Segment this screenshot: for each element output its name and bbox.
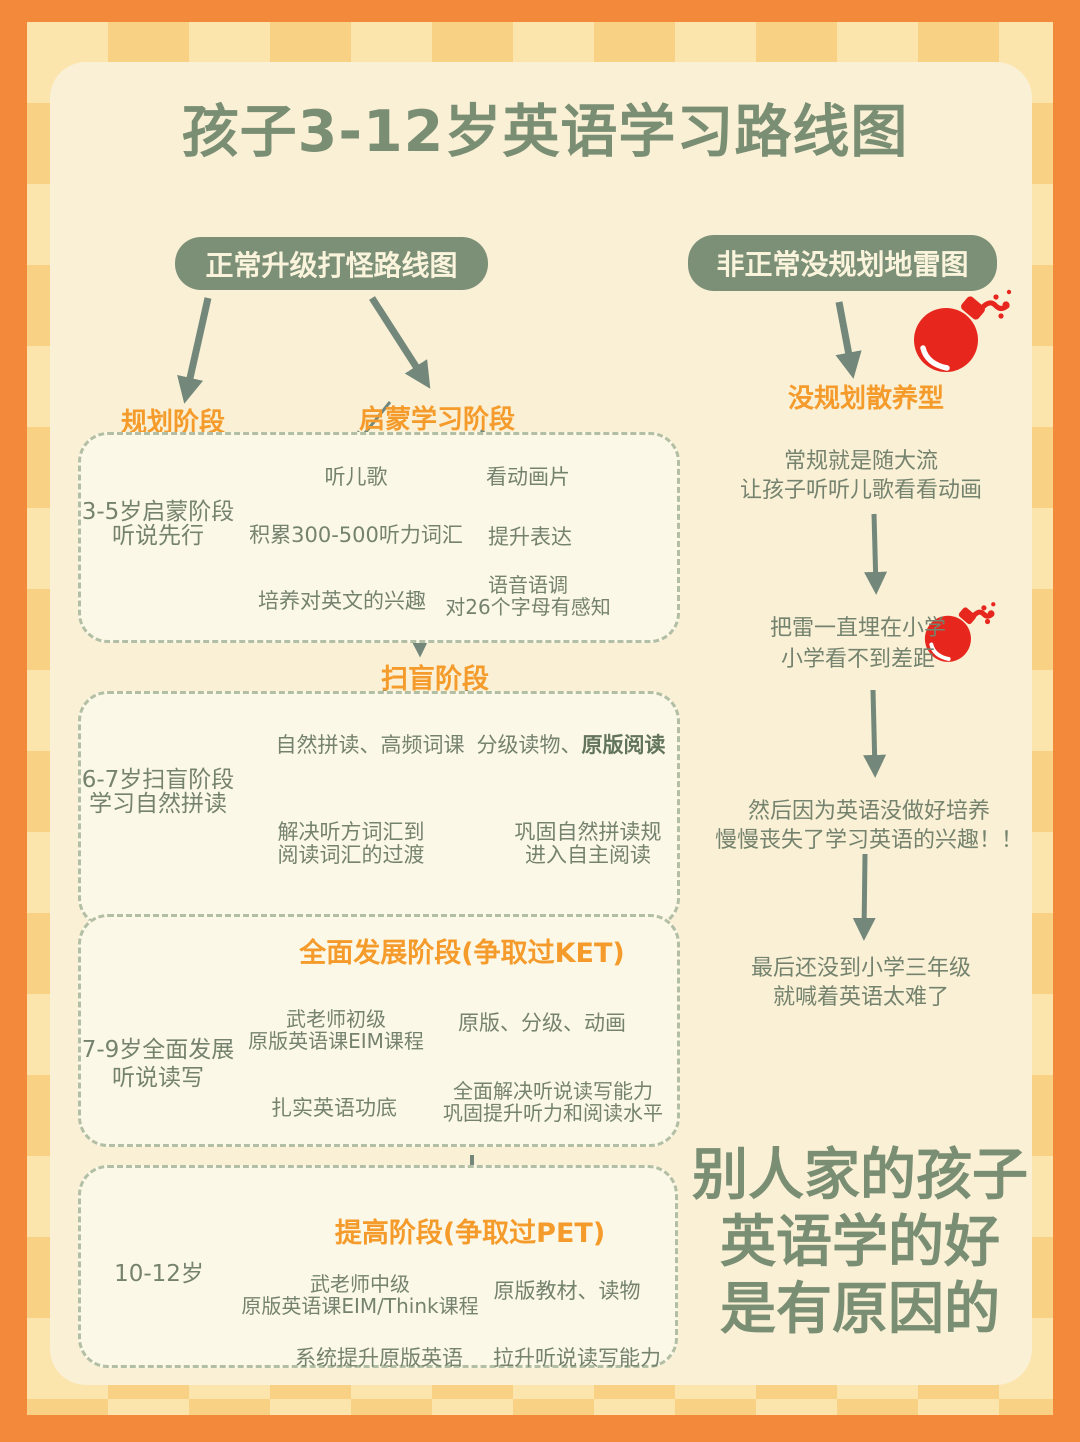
step-watch-cartoons: 看动画片 — [486, 465, 570, 489]
step-phonics-sightwords: 自然拼读、高频词课 — [275, 733, 465, 757]
minefield-step-2: 把雷一直埋在小学 小学看不到差距 — [769, 616, 947, 672]
step-systematic-improvement: 系统提升原版英语 — [295, 1346, 463, 1370]
stage-title-ket: 全面发展阶段(争取过KET) — [299, 938, 625, 969]
stage-title-pet: 提高阶段(争取过PET) — [334, 1218, 606, 1249]
stage-box-6-7 — [78, 691, 680, 928]
age-label-7-9: 7-9岁全面发展 听说读写 — [81, 1037, 235, 1091]
step-original-textbooks: 原版教材、读物 — [493, 1279, 641, 1303]
age-label-10-12: 10-12岁 — [114, 1261, 204, 1287]
step-graded-readers: 分级读物、原版阅读 — [476, 733, 666, 757]
step-cultivate-interest: 培养对英文的兴趣 — [258, 589, 426, 613]
stage-label-enlightenment: 启蒙学习阶段 — [358, 405, 516, 435]
conclusion-text: 别人家的孩子 英语学的好 是有原因的 — [692, 1143, 1028, 1342]
step-improve-expression: 提升表达 — [488, 525, 572, 549]
step-listening-to-reading: 解决听方词汇到 阅读词汇的过渡 — [277, 820, 425, 867]
stage-box-7-9 — [78, 914, 680, 1147]
step-boost-skills: 拉升听说读写能力 — [493, 1346, 661, 1370]
step-consolidate-phonics: 巩固自然拼读规 进入自主阅读 — [514, 820, 662, 867]
step-teacher-wu-intermediate: 武老师中级 原版英语课EIM/Think课程 — [241, 1272, 479, 1318]
stage-box-3-5 — [78, 432, 680, 643]
minefield-route-button[interactable]: 非正常没规划地雷图 — [688, 235, 997, 291]
age-label-6-7: 6-7岁扫盲阶段 学习自然拼读 — [81, 767, 235, 817]
page-title: 孩子3-12岁英语学习路线图 — [181, 99, 909, 165]
stage-label-literacy: 扫盲阶段 — [381, 664, 489, 695]
step-all-skills: 全面解决听说读写能力 巩固提升听力和阅读水平 — [443, 1079, 663, 1125]
step-solid-foundation: 扎实英语功底 — [271, 1096, 397, 1120]
normal-route-button[interactable]: 正常升级打怪路线图 — [175, 237, 488, 290]
minefield-step-1: 常规就是随大流 让孩子听听儿歌看看动画 — [739, 449, 983, 503]
stage-box-10-12 — [78, 1165, 678, 1368]
step-teacher-wu-beginner: 武老师初级 原版英语课EIM课程 — [248, 1007, 424, 1053]
age-label-3-5: 3-5岁启蒙阶段 听说先行 — [81, 499, 235, 549]
minefield-step-4: 最后还没到小学三年级 就喊着英语太难了 — [750, 956, 972, 1010]
stage-label-free-range: 没规划散养型 — [787, 384, 945, 414]
step-phonetics: 语音语调 对26个字母有感知 — [445, 573, 611, 619]
minefield-step-3: 然后因为英语没做好培养 慢慢丧失了学习英语的兴趣！！ — [714, 799, 1024, 853]
step-listen-songs: 听儿歌 — [324, 465, 388, 489]
step-original-graded-cartoon: 原版、分级、动画 — [458, 1011, 626, 1035]
step-vocab-300-500: 积累300-500听力词汇 — [249, 523, 463, 547]
